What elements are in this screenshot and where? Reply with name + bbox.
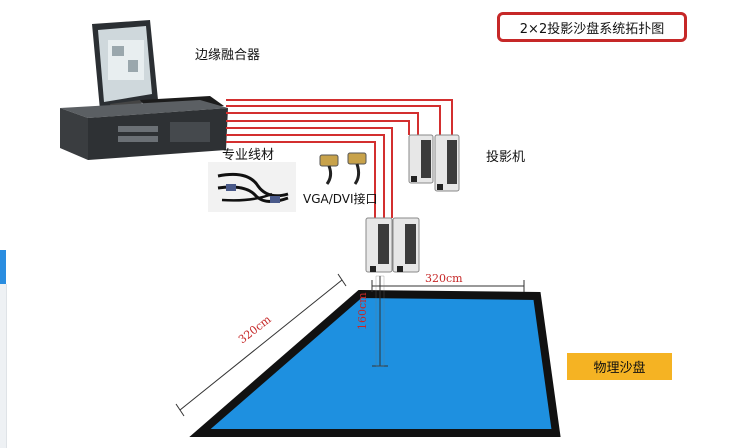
left-edge-tab [0, 250, 6, 284]
dimension-top-label: 320cm [425, 272, 463, 285]
projector-label: 投影机 [486, 150, 526, 165]
sandbox-label: 物理沙盘 [567, 353, 672, 380]
dimension-side [175, 273, 347, 417]
physical-sandbox [189, 289, 561, 437]
cable-label: 专业线材 [222, 148, 275, 163]
projector-lower-left [365, 217, 393, 273]
edge-blender-label: 边缘融合器 [195, 48, 261, 63]
edge-blender-computer [60, 20, 228, 160]
dimension-top [371, 280, 525, 292]
interface-label: VGA/DVI接口 [303, 192, 378, 206]
diagram-title: 2×2投影沙盘系统拓扑图 [497, 12, 687, 42]
projector-lower-right [392, 217, 420, 273]
signal-cables [226, 99, 453, 218]
projector-upper-right [434, 134, 460, 192]
left-edge-panel [0, 284, 7, 448]
dimension-height-label: 160cm [356, 292, 369, 330]
vga-dvi-connector-icon [319, 152, 367, 185]
projector-upper-left [408, 134, 434, 184]
projection-beam [375, 275, 385, 367]
cable-bundle-photo [208, 162, 296, 212]
